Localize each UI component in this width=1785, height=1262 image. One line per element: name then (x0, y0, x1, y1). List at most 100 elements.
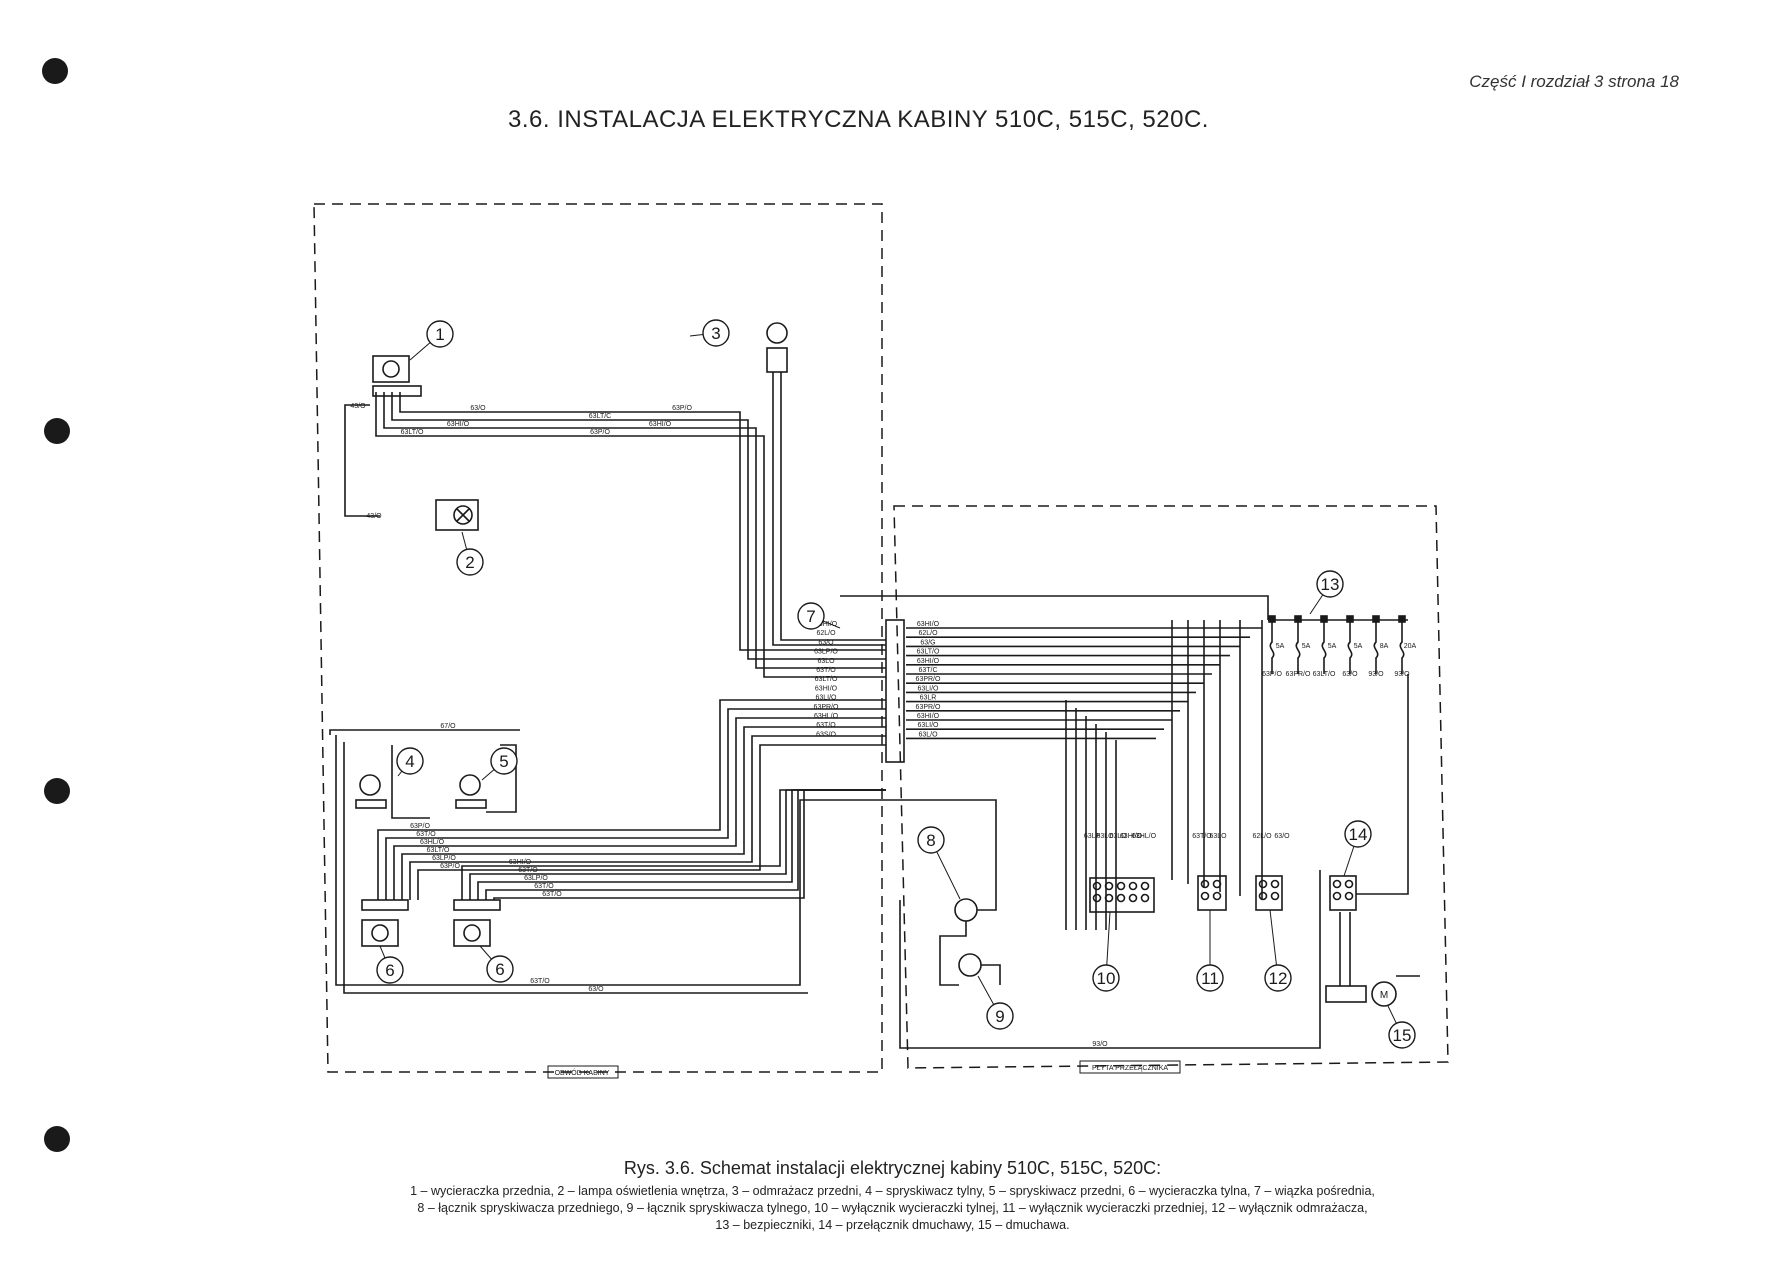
callout-circle (396, 747, 424, 775)
wire-label: 63T/C (918, 667, 937, 674)
defroster-switch-pin (1258, 879, 1268, 889)
wire-label: 62L/O (816, 630, 836, 637)
defroster-body (766, 347, 788, 373)
wire-bundles (329, 372, 1409, 1049)
wire-label: 63LR (920, 695, 937, 702)
wire-label: 63S/O (816, 731, 836, 738)
blower-selector-pin (1332, 891, 1342, 901)
blower-selector-pin (1344, 879, 1354, 889)
wire-label: 63HL/O (1132, 833, 1157, 840)
front-washer-switch (954, 898, 978, 922)
page-reference: Część I rozdział 3 strona 18 (1469, 72, 1679, 91)
wire-label: 63P/O (1262, 671, 1282, 678)
caption-line-3: 13 – bezpieczniki, 14 – przełącznik dmuc… (715, 1218, 1070, 1232)
wire (399, 392, 886, 651)
wire-label: 63LO (1209, 833, 1227, 840)
wire (886, 799, 997, 911)
blower-resistor (1325, 985, 1367, 1003)
wire (344, 404, 380, 517)
callout-circle (1316, 570, 1344, 598)
callout-number: 6 (385, 961, 394, 980)
wire-label: 63P/O (590, 429, 610, 436)
wire-label: 63LT/O (401, 429, 424, 436)
front-wiper-switch-pin (1200, 879, 1210, 889)
wire-label: 63T/O (534, 883, 554, 890)
callout-number: 4 (405, 752, 414, 771)
wire-label: 63LP/O (524, 875, 548, 882)
callout-circle (1092, 964, 1120, 992)
rear-wiper-switch-pin (1128, 893, 1138, 903)
wire (486, 744, 517, 813)
wire (409, 735, 886, 900)
blower-selector (1329, 875, 1357, 911)
wire-label: 63LP (1084, 833, 1101, 840)
wire-label: 63T/O (816, 667, 836, 674)
fuse-link (1399, 622, 1405, 674)
wire-label: 63LT/O (1313, 671, 1336, 678)
wire-label: 43/O (366, 513, 382, 520)
wire-label: 20A (1404, 643, 1417, 650)
wire-label: 5A (1276, 643, 1285, 650)
wire-label: 63T/O (1192, 833, 1212, 840)
motor-symbol (463, 924, 481, 942)
front-washer-base (455, 799, 487, 809)
callout-circle (1264, 964, 1292, 992)
rear-wiper-switch (1089, 877, 1155, 913)
wire-label: 63HL/O (420, 839, 445, 846)
intermediate-harness (885, 619, 905, 763)
blower-selector-pin (1344, 891, 1354, 901)
wire (417, 744, 886, 900)
wire-label: 62L/O (1252, 833, 1272, 840)
front-wiper-switch-pin (1212, 891, 1222, 901)
wire-label: 63T/O (542, 891, 562, 898)
wire-label: 93/O (1368, 671, 1384, 678)
caption-line-1: 1 – wycieraczka przednia, 2 – lampa oświ… (410, 1184, 1375, 1198)
wire (391, 745, 430, 819)
wire-label: 63T/O (530, 978, 550, 985)
wire (375, 392, 886, 678)
defroster-motor (766, 322, 788, 344)
callout-circle (1196, 964, 1224, 992)
punch-hole-mark (42, 58, 68, 84)
wire-label: 63/O (588, 986, 604, 993)
rear-wiper-connector (361, 899, 409, 911)
rear-wiper-motor (361, 919, 399, 947)
fuse-link (1269, 622, 1275, 674)
wire-label: 93/O (1092, 1041, 1108, 1048)
callout-number: 8 (926, 831, 935, 850)
wire-label: 63HI/O (1120, 833, 1143, 840)
wire-label: 63PR/O (1286, 671, 1311, 678)
wire (383, 392, 886, 669)
callout-circle (490, 747, 518, 775)
wire (377, 699, 886, 900)
wire-label: 63HI/O (815, 621, 838, 628)
wire-label: 63HL/O (814, 713, 839, 720)
wire-label: 63LP/O (432, 855, 456, 862)
rear-washer-pump (359, 774, 381, 796)
wire-label: 63LI/O (917, 722, 939, 729)
fuse-node (1268, 615, 1276, 623)
fuse-link (1321, 622, 1327, 674)
defroster-switch-pin (1270, 891, 1280, 901)
wire-label: 63P/O (410, 823, 430, 830)
callout-circle (486, 955, 514, 983)
rear-wiper-switch-pin (1104, 881, 1114, 891)
rear-wiper-switch-pin (1140, 893, 1150, 903)
wire (401, 726, 886, 900)
wire-label-layer: 63/O 63LT/C 63HI/O 63LT/O 63HI/O 63P/O 63P/O 43… (350, 403, 1417, 1079)
motor-letter: M (1380, 990, 1388, 1001)
rear-washer-base (355, 799, 387, 809)
left-box-tag (547, 1065, 619, 1079)
wire-label: 63LT/C (589, 413, 611, 420)
defroster-switch-pin (1270, 879, 1280, 889)
right-enclosure (893, 505, 1449, 1069)
right-box-label: PŁYTA PRZEŁĄCZNIKA (1092, 1065, 1168, 1072)
callout-circle (376, 956, 404, 984)
page-title: 3.6. INSTALACJA ELEKTRYCZNA KABINY 510C,… (508, 106, 1209, 133)
wire (391, 392, 886, 660)
callout-number: 7 (806, 607, 815, 626)
wire-label: 5A (1302, 643, 1311, 650)
rear-wiper-switch-pin (1116, 881, 1126, 891)
rear-wiper-switch-pin (1116, 893, 1126, 903)
wire (1356, 674, 1409, 895)
